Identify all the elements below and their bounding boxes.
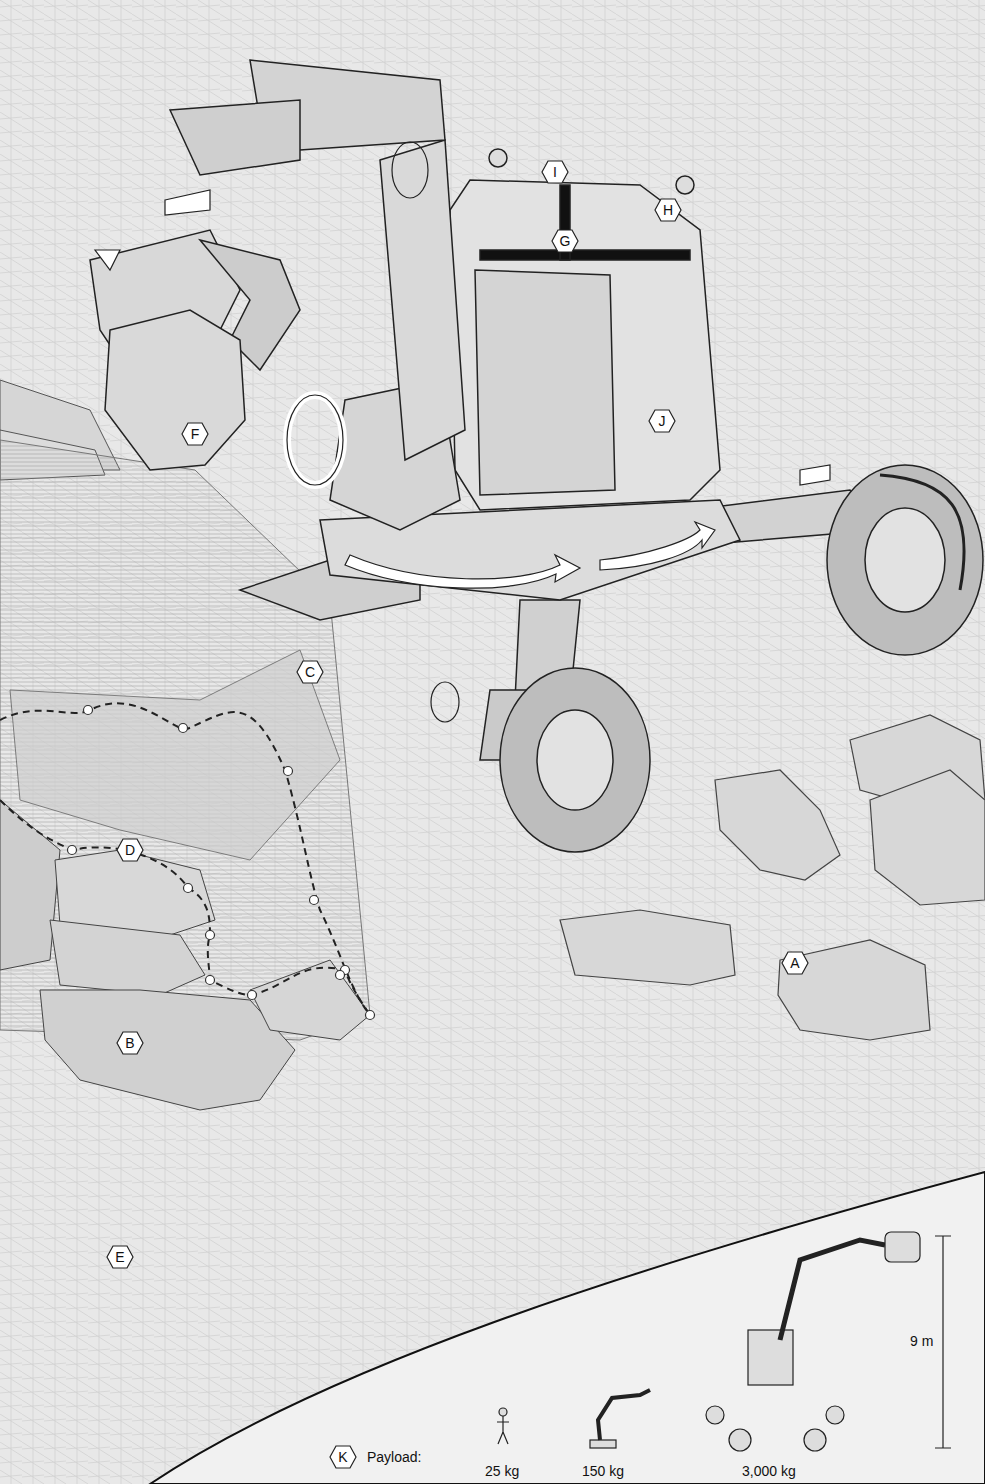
callout-letter: J [648, 409, 676, 433]
callout-letter: H [654, 198, 682, 222]
payload-label: 3,000 kg [742, 1463, 796, 1479]
callout-letter: F [181, 422, 209, 446]
callout-hexagon: H [654, 198, 682, 222]
callout-hexagon: F [181, 422, 209, 446]
payload-label: Payload: [367, 1449, 421, 1465]
callout-letter: B [116, 1031, 144, 1055]
callout-hexagon: D [116, 838, 144, 862]
callout-letter: A [781, 951, 809, 975]
callout-hexagon: I [541, 160, 569, 184]
rock-wall [0, 380, 375, 1110]
callout-hexagon: G [551, 229, 579, 253]
callout-hexagon: A [781, 951, 809, 975]
callout-letter: D [116, 838, 144, 862]
callout-hexagon: B [116, 1031, 144, 1055]
callout-letter: K [329, 1445, 357, 1469]
payload-label: 9 m [910, 1333, 933, 1349]
callout-letter: E [106, 1245, 134, 1269]
payload-icons [497, 1232, 951, 1451]
callout-letter: I [541, 160, 569, 184]
callout-hexagon: C [296, 660, 324, 684]
motion-arrows [95, 142, 964, 722]
callout-hexagon: E [106, 1245, 134, 1269]
callout-letter: C [296, 660, 324, 684]
inset-panel [150, 1172, 985, 1484]
walking-excavator [90, 60, 983, 852]
callout-hexagon: K [329, 1445, 357, 1469]
payload-label: 25 kg [485, 1463, 519, 1479]
callout-letter: G [551, 229, 579, 253]
callout-hexagon: J [648, 409, 676, 433]
payload-label: 150 kg [582, 1463, 624, 1479]
